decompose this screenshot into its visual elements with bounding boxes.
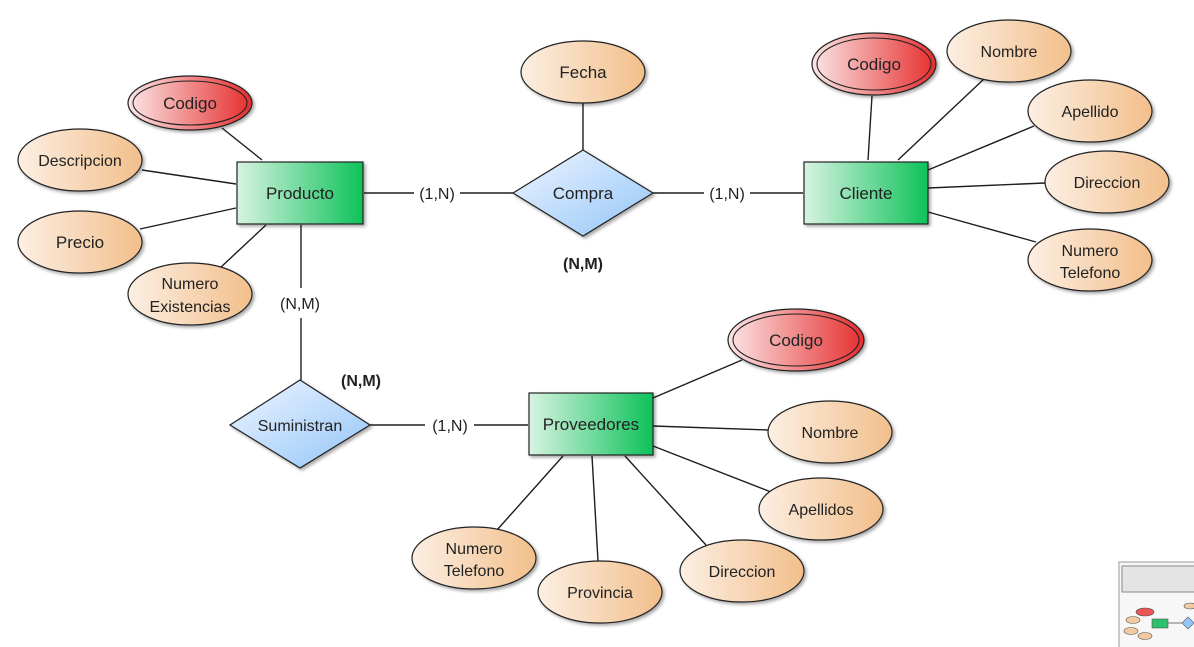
attribute-compra-fecha[interactable]: Fecha <box>520 40 646 104</box>
attribute-proveedores-nombre[interactable]: Nombre <box>767 400 893 464</box>
attribute-producto-codigo[interactable]: Codigo <box>127 75 253 131</box>
connector-lines <box>139 77 1046 562</box>
entity-proveedores-label: Proveedores <box>543 415 639 434</box>
minimap-thumb-attr-2 <box>1123 627 1139 635</box>
cardinality-suministran-proveedores: (1,N) <box>432 418 468 435</box>
attribute-cliente-apellido-label: Apellido <box>1062 104 1119 121</box>
line-cliente-telefono <box>927 211 1037 243</box>
entity-cliente-label: Cliente <box>840 184 893 203</box>
attribute-producto-precio-label: Precio <box>56 233 104 252</box>
attribute-producto-existencias[interactable]: Numero Existencias <box>127 262 253 326</box>
minimap-thumb-entity <box>1151 618 1169 629</box>
attribute-proveedores-codigo[interactable]: Codigo <box>727 308 865 372</box>
attribute-producto-descripcion-label: Descripcion <box>38 153 122 170</box>
cardinality-suministran-type: (N,M) <box>341 373 381 390</box>
attribute-proveedores-telefono-line1: Numero <box>446 541 503 558</box>
attribute-cliente-telefono-line1: Numero <box>1062 243 1119 260</box>
minimap-viewport[interactable] <box>1121 565 1194 593</box>
attribute-compra-fecha-label: Fecha <box>559 63 607 82</box>
cardinality-compra-cliente: (1,N) <box>709 186 745 203</box>
relationship-compra[interactable]: Compra <box>511 149 655 237</box>
line-proveedores-telefono <box>496 455 564 531</box>
attribute-proveedores-direccion-label: Direccion <box>709 564 776 581</box>
attribute-cliente-codigo-label: Codigo <box>847 55 901 74</box>
line-cliente-codigo <box>867 95 873 161</box>
line-proveedores-provincia <box>591 455 599 562</box>
attribute-proveedores-direccion[interactable]: Direccion <box>679 539 805 603</box>
attribute-cliente-nombre[interactable]: Nombre <box>946 19 1072 83</box>
overview-minimap[interactable] <box>1118 561 1194 647</box>
attribute-proveedores-apellidos-label: Apellidos <box>789 502 854 519</box>
cardinality-producto-compra: (1,N) <box>419 186 455 203</box>
entity-proveedores[interactable]: Proveedores <box>528 392 654 456</box>
attribute-proveedores-telefono-line2: Telefono <box>444 563 505 580</box>
attribute-cliente-direccion[interactable]: Direccion <box>1044 150 1170 214</box>
line-proveedores-apellidos <box>652 445 772 493</box>
minimap-thumb-relationship <box>1181 616 1194 630</box>
relationship-compra-label: Compra <box>553 184 614 203</box>
cardinality-compra-type: (N,M) <box>563 256 603 273</box>
line-cliente-nombre <box>897 77 986 161</box>
attribute-proveedores-provincia-label: Provincia <box>567 585 633 602</box>
line-proveedores-nombre <box>652 425 769 431</box>
attribute-producto-precio[interactable]: Precio <box>17 210 143 274</box>
attribute-cliente-codigo[interactable]: Codigo <box>811 32 937 96</box>
line-producto-descripcion <box>141 169 237 185</box>
attribute-producto-descripcion[interactable]: Descripcion <box>17 128 143 192</box>
minimap-thumb-attr-1 <box>1125 616 1141 624</box>
line-proveedores-direccion <box>624 455 707 546</box>
relationship-suministran[interactable]: Suministran <box>228 379 372 469</box>
attribute-proveedores-provincia[interactable]: Provincia <box>537 560 663 624</box>
attribute-cliente-apellido[interactable]: Apellido <box>1027 79 1153 143</box>
attribute-producto-existencias-line2: Existencias <box>150 299 231 316</box>
attribute-cliente-direccion-label: Direccion <box>1074 175 1141 192</box>
line-cliente-direccion <box>927 182 1046 189</box>
entity-producto[interactable]: Producto <box>236 161 364 225</box>
attribute-cliente-telefono[interactable]: Numero Telefono <box>1027 228 1153 292</box>
attribute-producto-existencias-line1: Numero <box>162 276 219 293</box>
attribute-proveedores-apellidos[interactable]: Apellidos <box>758 477 884 541</box>
entity-cliente[interactable]: Cliente <box>803 161 929 225</box>
minimap-thumb-attr-3 <box>1137 632 1153 640</box>
minimap-thumb-attr-4 <box>1183 602 1194 610</box>
line-proveedores-codigo <box>652 359 743 399</box>
line-producto-existencias <box>219 224 267 269</box>
attribute-proveedores-telefono[interactable]: Numero Telefono <box>411 526 537 590</box>
line-producto-precio <box>139 207 237 230</box>
attribute-proveedores-nombre-label: Nombre <box>802 425 859 442</box>
line-cliente-apellido <box>927 125 1035 171</box>
relationship-suministran-label: Suministran <box>258 418 342 435</box>
line-producto-codigo <box>221 127 263 161</box>
entity-producto-label: Producto <box>266 184 334 203</box>
minimap-thumb-key <box>1135 607 1155 617</box>
attribute-producto-codigo-label: Codigo <box>163 94 217 113</box>
attribute-proveedores-codigo-label: Codigo <box>769 331 823 350</box>
attribute-cliente-telefono-line2: Telefono <box>1060 265 1121 282</box>
attribute-cliente-nombre-label: Nombre <box>981 44 1038 61</box>
cardinality-producto-suministran: (N,M) <box>280 296 320 313</box>
